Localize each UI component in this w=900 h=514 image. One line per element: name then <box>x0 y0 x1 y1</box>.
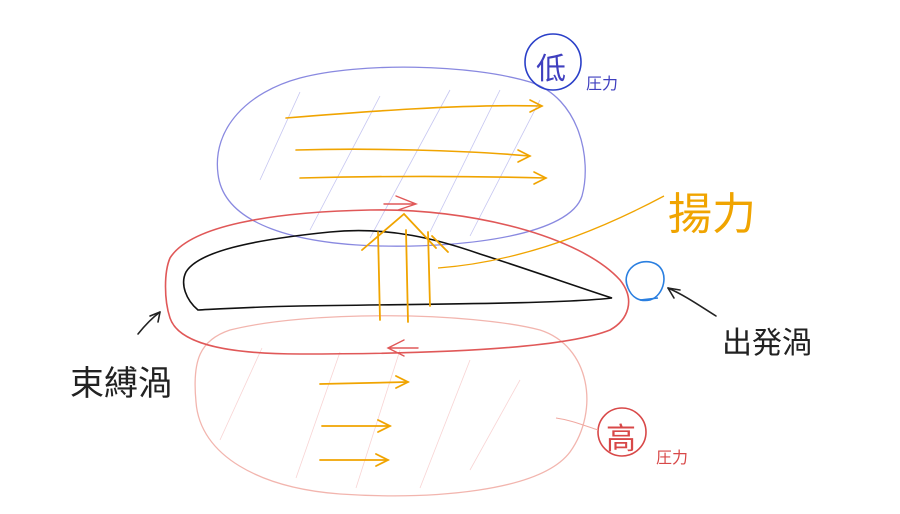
starting-vortex-pointer <box>667 287 717 317</box>
bound-vortex-arrow-bottom <box>386 339 419 357</box>
starting-vortex <box>625 261 665 302</box>
lower-flow-arrows <box>319 375 411 467</box>
airfoil-wing <box>182 229 613 311</box>
lift-label: 揚力 <box>668 189 756 240</box>
high-pressure-region <box>194 315 588 497</box>
starting-vortex-label: 出発渦 <box>722 326 812 361</box>
lift-arrows <box>361 212 449 323</box>
upper-flow-arrows <box>285 99 548 185</box>
high-pressure-leader-line <box>555 417 599 431</box>
low-label: 低 <box>536 52 566 87</box>
low-pressure-circle <box>524 33 582 91</box>
low-pressure-text: 圧力 <box>586 74 619 93</box>
bound-vortex-label: 束縛渦 <box>70 364 172 404</box>
high-label: 高 <box>606 422 636 457</box>
bound-vortex-pointer <box>137 311 161 335</box>
bound-vortex-loop <box>164 209 630 355</box>
high-pressure-text: 圧力 <box>656 448 689 467</box>
low-pressure-region <box>216 66 586 247</box>
lift-leader-line <box>437 195 665 269</box>
high-pressure-circle <box>597 407 647 457</box>
bound-vortex-arrow-top <box>383 195 419 211</box>
